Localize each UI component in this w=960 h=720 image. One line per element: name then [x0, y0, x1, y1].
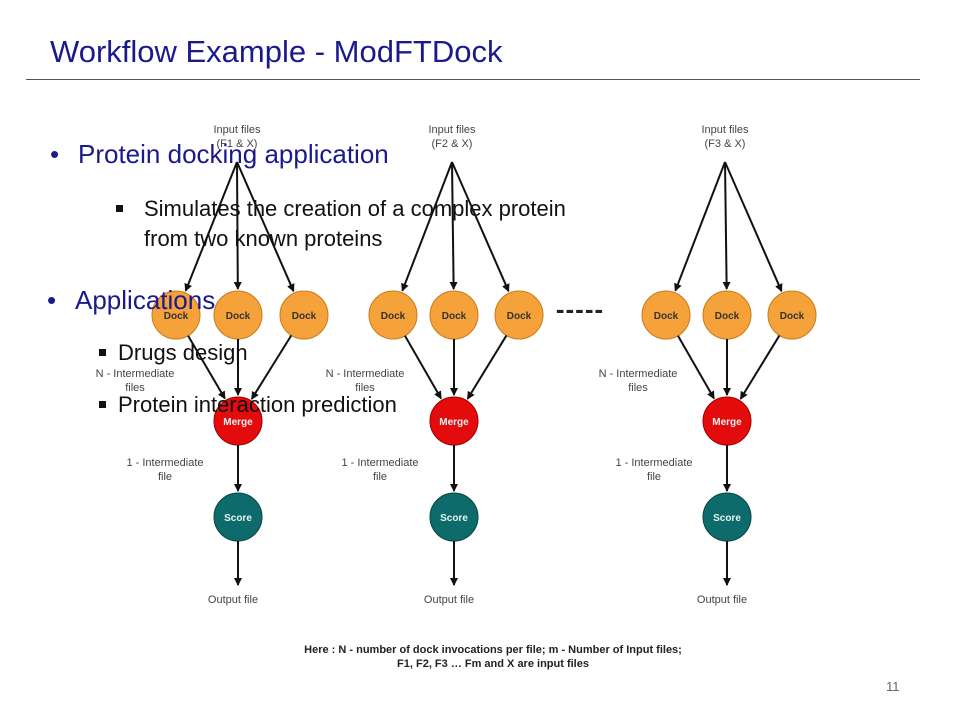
output-file-label: Output file	[208, 594, 258, 606]
dock-to-merge-arrow	[404, 335, 442, 400]
dock-node-label: Dock	[715, 311, 740, 322]
fan-out-arrow	[674, 161, 726, 292]
dock-node	[767, 290, 817, 340]
merge-node-label: Merge	[439, 417, 469, 428]
dock-node-label: Dock	[654, 311, 679, 322]
fan-out-arrow	[233, 161, 242, 291]
dock-node	[279, 290, 329, 340]
workflow-ellipsis: -----	[556, 294, 604, 324]
input-files-sublabel: (F2 & X)	[432, 138, 473, 150]
dock-node	[151, 290, 201, 340]
dock-node	[494, 290, 544, 340]
fan-out-arrow	[236, 161, 295, 293]
output-file-label: Output file	[424, 594, 474, 606]
n-intermediate-sublabel: files	[628, 382, 648, 394]
fan-out-arrow	[401, 161, 453, 292]
dock-to-merge-arrow	[466, 334, 508, 400]
diagram-caption-line-2: F1, F2, F3 … Fm and X are input files	[397, 658, 589, 670]
input-files-label: Input files	[701, 124, 749, 136]
fan-out-arrow	[724, 161, 783, 293]
fan-out-arrow	[449, 161, 458, 291]
score-node-label: Score	[713, 513, 741, 524]
fan-out-arrow	[451, 161, 510, 293]
n-intermediate-label: N - Intermediate	[96, 368, 175, 380]
dock-to-merge-arrow	[187, 335, 226, 400]
dock-to-merge-arrow	[739, 334, 781, 400]
fan-out-arrow	[722, 161, 731, 291]
diagram-caption-line-1: Here : N - number of dock invocations pe…	[304, 644, 682, 656]
fan-out-arrow	[184, 161, 238, 292]
n-intermediate-sublabel: files	[355, 382, 375, 394]
dock-to-merge-arrow	[677, 335, 715, 400]
dock-node-label: Dock	[442, 311, 467, 322]
dock-node-label: Dock	[292, 311, 317, 322]
dock-node-label: Dock	[780, 311, 805, 322]
one-intermediate-sublabel: file	[158, 471, 172, 483]
input-files-sublabel: (F3 & X)	[705, 138, 746, 150]
score-node-label: Score	[440, 513, 468, 524]
dock-node	[368, 290, 418, 340]
n-intermediate-label: N - Intermediate	[326, 368, 405, 380]
dock-node-label: Dock	[507, 311, 532, 322]
score-node-label: Score	[224, 513, 252, 524]
dock-node-label: Dock	[164, 311, 189, 322]
one-intermediate-label: 1 - Intermediate	[341, 457, 418, 469]
one-intermediate-label: 1 - Intermediate	[126, 457, 203, 469]
page-number: 11	[886, 679, 900, 694]
n-intermediate-label: N - Intermediate	[599, 368, 678, 380]
merge-node-label: Merge	[712, 417, 742, 428]
one-intermediate-sublabel: file	[373, 471, 387, 483]
output-file-label: Output file	[697, 594, 747, 606]
dock-node	[641, 290, 691, 340]
dock-node-label: Dock	[226, 311, 251, 322]
input-files-sublabel: (F1 & X)	[217, 138, 258, 150]
n-intermediate-sublabel: files	[125, 382, 145, 394]
slide-title: Workflow Example - ModFTDock	[50, 34, 503, 69]
dock-to-merge-arrow	[250, 334, 293, 400]
input-files-label: Input files	[428, 124, 476, 136]
title-divider	[26, 79, 920, 80]
input-files-label: Input files	[213, 124, 261, 136]
dock-node-label: Dock	[381, 311, 406, 322]
one-intermediate-sublabel: file	[647, 471, 661, 483]
one-intermediate-label: 1 - Intermediate	[615, 457, 692, 469]
merge-node-label: Merge	[223, 417, 253, 428]
